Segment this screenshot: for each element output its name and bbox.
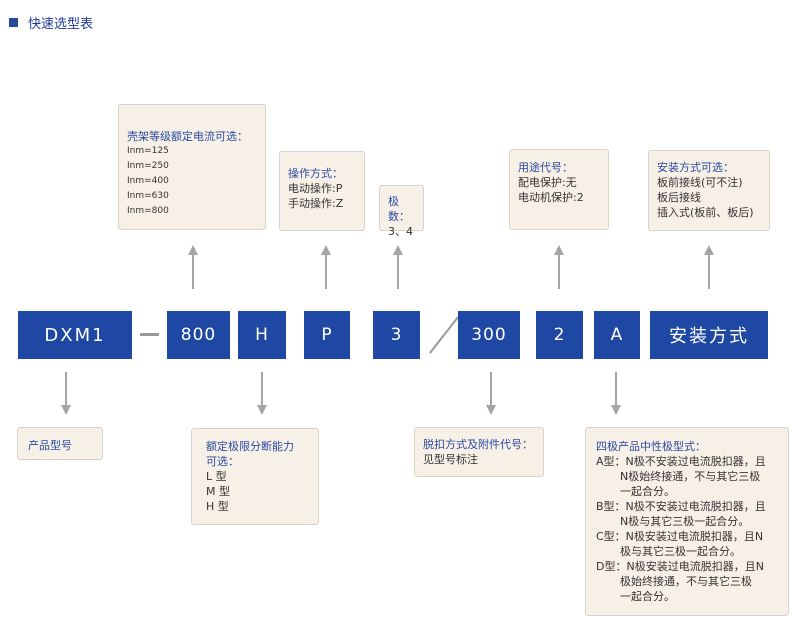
box-frame-current-line: Inm=250 [127,161,169,171]
code-trip: 300 [458,311,520,359]
box-usage-title: 用途代号： [518,161,573,174]
box-operation-title: 操作方式： [288,167,343,180]
code-operation: P [304,311,350,359]
box-neutral-line: N极与其它三极一起合分。 [620,515,750,528]
box-usage: 用途代号： 配电保护:无 电动机保护:2 [509,149,609,230]
box-install-title: 安装方式可选： [657,161,734,174]
box-neutral-line: C型：N极安装过电流脱扣器，且N [596,530,764,543]
box-product-title: 产品型号 [28,439,72,452]
box-operation-line: 电动操作:P [288,182,343,195]
code-current: 800 [167,311,230,359]
box-trip-line: 见型号标注 [423,453,478,466]
box-frame-current-line: Inm=125 [127,146,169,156]
code-usage: 2 [536,311,583,359]
code-breaking: H [238,311,286,359]
box-install-line: 板前接线(可不注) [657,176,743,189]
box-trip-title: 脱扣方式及附件代号： [423,438,533,451]
header-square-icon [9,18,18,27]
box-breaking-title: 额定极限分断能力 [206,440,294,453]
code-neutral: A [594,311,640,359]
box-neutral-line: 极与其它三极一起合分。 [620,545,741,558]
box-product: 产品型号 [17,427,103,460]
box-frame-current-line: Inm=400 [127,176,169,186]
box-poles-line: 3、4 [388,225,413,238]
dash-separator [140,333,159,336]
box-neutral-line: D型：N极安装过电流脱扣器，且N [596,560,764,573]
box-frame-current-line: Inm=800 [127,206,169,216]
box-install-line: 插入式(板前、板后) [657,206,754,219]
code-poles: 3 [373,311,420,359]
box-install: 安装方式可选： 板前接线(可不注) 板后接线 插入式(板前、板后) [648,150,770,231]
box-frame-current: 壳架等级额定电流可选： Inm=125 Inm=250 Inm=400 Inm=… [118,104,266,230]
box-poles: 极数： 3、4 [379,185,424,238]
box-usage-line: 电动机保护:2 [518,191,584,204]
box-breaking-title2: 可选： [206,455,239,468]
box-neutral-line: 一起合分。 [620,485,675,498]
box-breaking: 额定极限分断能力 可选： L 型 M 型 H 型 [191,428,319,525]
box-usage-line: 配电保护:无 [518,176,577,189]
box-neutral-line: 一起合分。 [620,590,675,603]
box-neutral-line: 极始终接通，不与其它三极 [620,575,752,588]
box-neutral-line: B型：N极不安装过电流脱扣器，且 [596,500,766,513]
box-frame-current-title: 壳架等级额定电流可选： [127,130,248,143]
box-operation-line: 手动操作:Z [288,197,344,210]
box-neutral-line: A型：N极不安装过电流脱扣器，且 [596,455,766,468]
code-model: DXM1 [18,311,132,359]
box-breaking-line: L 型 [206,470,227,483]
box-neutral: 四极产品中性极型式： A型：N极不安装过电流脱扣器，且 N极始终接通，不与其它三… [585,427,789,616]
page-title: 快速选型表 [28,17,94,32]
box-neutral-line: N极始终接通，不与其它三极 [620,470,761,483]
box-trip: 脱扣方式及附件代号： 见型号标注 [414,427,544,477]
box-frame-current-line: Inm=630 [127,191,169,201]
box-install-line: 板后接线 [657,191,701,204]
box-operation: 操作方式： 电动操作:P 手动操作:Z [279,151,365,231]
box-breaking-line: M 型 [206,485,230,498]
box-breaking-line: H 型 [206,500,229,513]
box-poles-title: 极数： [388,195,410,223]
code-install: 安装方式 [650,311,768,359]
box-neutral-title: 四极产品中性极型式： [596,440,706,453]
